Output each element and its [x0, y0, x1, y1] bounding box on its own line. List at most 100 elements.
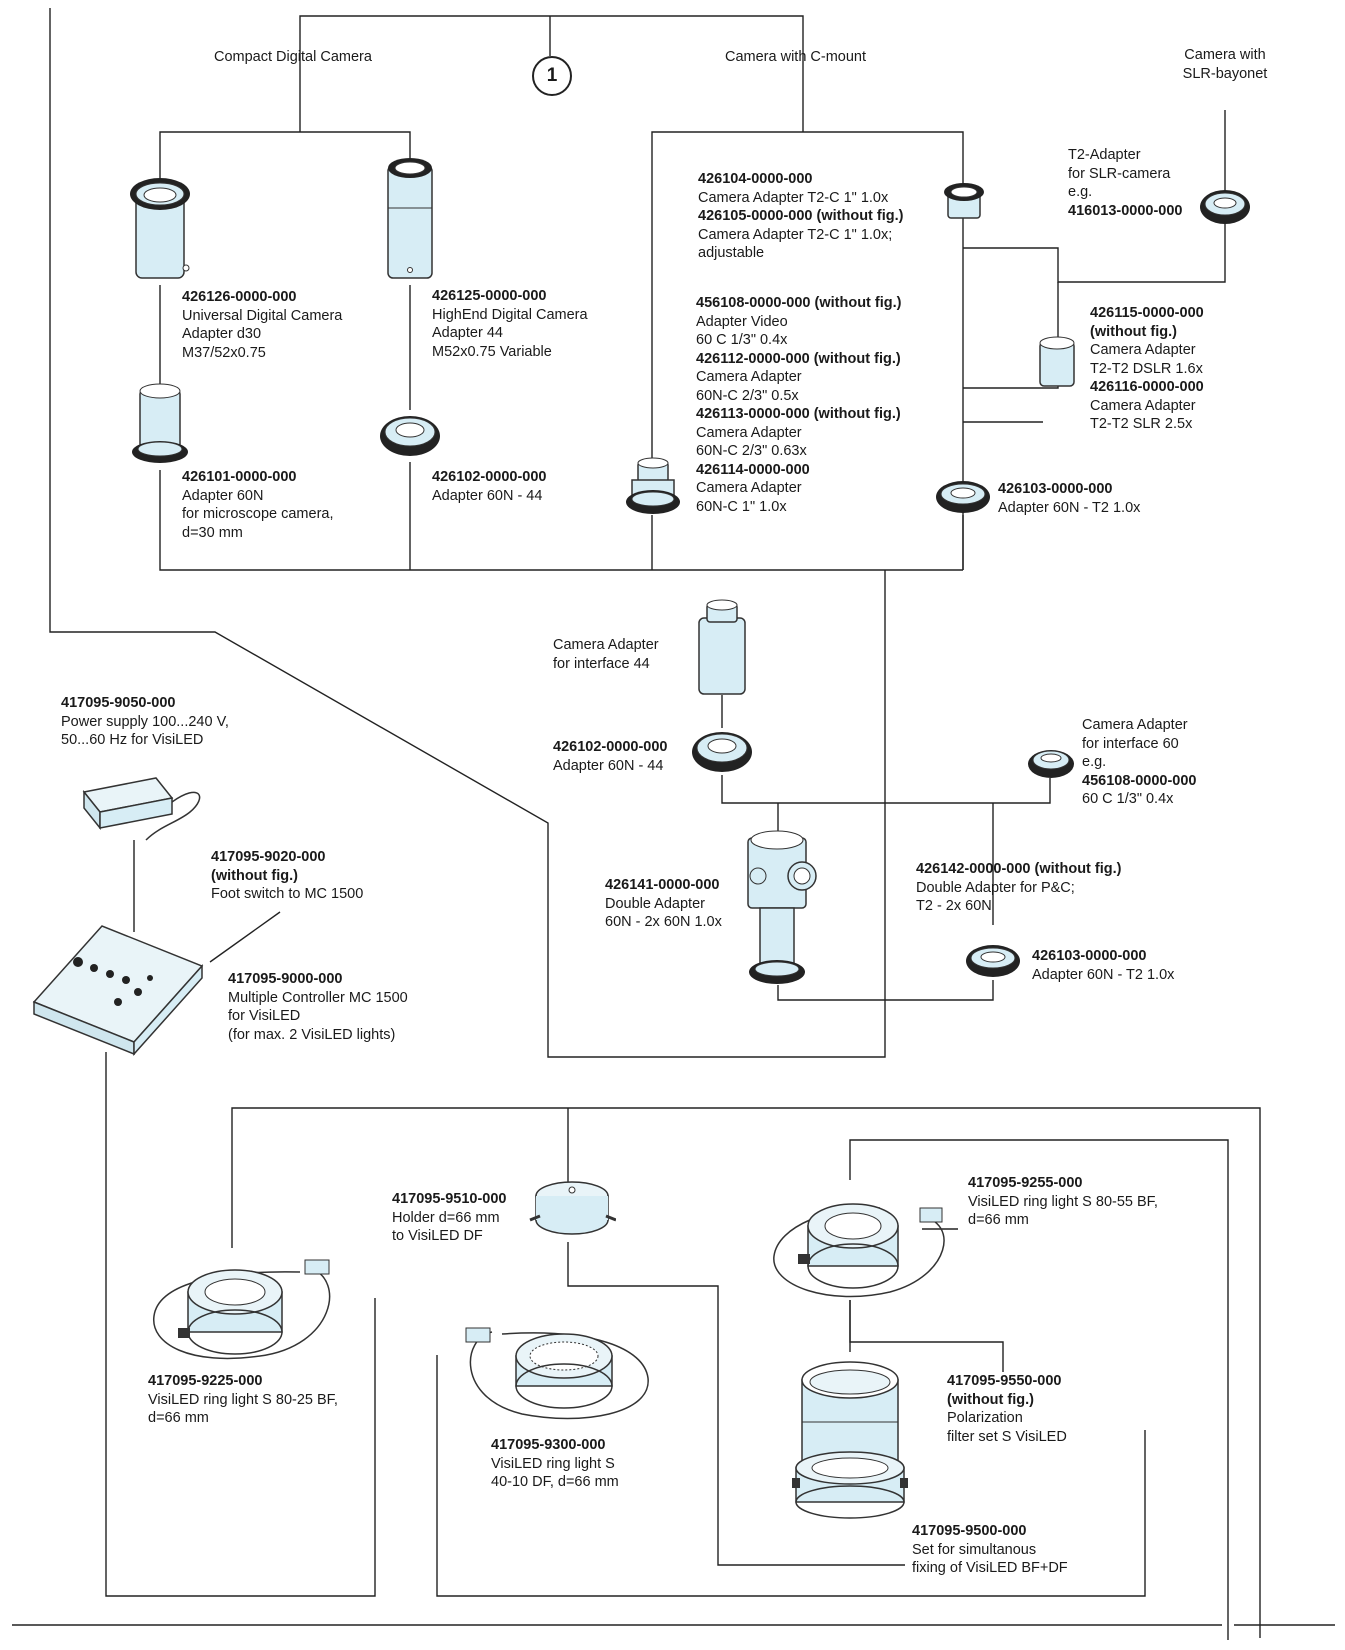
ring-light-80-55-icon [773, 1203, 945, 1298]
part-number: 426101-0000-000 [182, 469, 297, 485]
cmount-camera-heading: Camera with C-mount [725, 49, 867, 65]
part-description: e.g. [1082, 754, 1107, 770]
part-description: Double Adapter for P&C; [916, 879, 1075, 896]
double-adapter-icon [747, 830, 817, 984]
adapter-60n-icon [132, 383, 188, 463]
part-description: Camera Adapter [553, 637, 659, 653]
part-number: 426116-0000-000 [1090, 379, 1204, 395]
holder-df-icon [529, 1181, 616, 1235]
part-number: 426102-0000-000 [553, 739, 668, 755]
part-description: M52x0.75 Variable [432, 343, 552, 360]
part-description: d=66 mm [148, 1410, 209, 1426]
part-description: (for max. 2 VisiLED lights) [228, 1026, 396, 1043]
label-417095-9020: 417095-9020-000(without fig.)Foot switch… [211, 848, 363, 904]
part-number: 417095-9510-000 [392, 1191, 507, 1207]
part-description: Holder d=66 mm [392, 1209, 500, 1226]
part-description: Adapter d30 [182, 326, 262, 342]
part-description: to VisiLED DF [392, 1228, 483, 1244]
part-description: Camera Adapter [696, 424, 802, 441]
slr-camera-heading: Camera with SLR-bayonet [1182, 47, 1268, 82]
part-number: 426142-0000-000 (without fig.) [916, 861, 1122, 877]
part-description: 50...60 Hz for VisiLED [61, 732, 204, 748]
part-description: VisiLED ring light S 80-25 BF, [148, 1391, 338, 1408]
part-description: for SLR-camera [1068, 165, 1171, 182]
adapter-60n-44-icon [380, 416, 440, 456]
part-description: for interface 60 [1082, 735, 1179, 752]
part-description: 60 C 1/3" 0.4x [1082, 791, 1174, 807]
part-description: T2-T2 DSLR 1.6x [1090, 360, 1203, 377]
part-description: adjustable [698, 245, 765, 261]
part-number: 417095-9550-000 [947, 1373, 1062, 1389]
part-number: 426103-0000-000 [998, 481, 1113, 497]
part-description: Camera Adapter [1090, 342, 1196, 358]
connection-point-marker: 1 [532, 56, 572, 96]
part-description: e.g. [1068, 184, 1093, 200]
part-description: 60N-C 2/3" 0.5x [696, 387, 799, 404]
part-number: (without fig.) [211, 867, 298, 884]
part-description: Power supply 100...240 V, [61, 713, 229, 730]
highend-camera-adapter-icon [387, 158, 433, 279]
camera-adapter-60nc-icon [626, 457, 680, 514]
part-number: 417095-9225-000 [148, 1373, 263, 1389]
part-number: 417095-9000-000 [228, 971, 343, 987]
label-417095-9550: 417095-9550-000(without fig.)Polarizatio… [947, 1372, 1067, 1446]
camera-adapter-60-icon [1028, 750, 1074, 778]
part-number: 426141-0000-000 [605, 877, 720, 893]
part-description: Adapter 60N [182, 487, 264, 504]
part-description: Polarization [947, 1410, 1023, 1426]
ring-light-40-10-df-icon [465, 1327, 649, 1420]
ring-light-80-25-icon [153, 1259, 331, 1360]
part-number: 426115-0000-000 [1090, 305, 1204, 321]
part-number: 426102-0000-000 [432, 469, 547, 485]
label-426115: 426115-0000-000(without fig.)Camera Adap… [1090, 304, 1204, 434]
adapter-60n-t2-top-icon [936, 481, 990, 513]
polarization-filter-set-icon [792, 1361, 908, 1519]
camera-adapter-t2t2-icon [1039, 336, 1075, 387]
part-description: for VisiLED [228, 1008, 301, 1024]
part-number: 456108-0000-000 [1082, 772, 1197, 789]
part-description: Camera Adapter T2-C 1" 1.0x [698, 189, 889, 206]
part-number: 456108-0000-000 (without fig.) [696, 295, 902, 311]
part-number: 416013-0000-000 [1068, 202, 1183, 219]
label-426142: 426142-0000-000 (without fig.) Double Ada… [916, 860, 1122, 916]
part-number: 426125-0000-000 [432, 288, 547, 304]
part-description: Adapter 44 [432, 325, 503, 341]
part-description: Camera Adapter [696, 369, 802, 385]
part-description: VisiLED ring light S [491, 1455, 615, 1472]
part-description: T2-T2 SLR 2.5x [1090, 416, 1193, 432]
part-description: 60N-C 2/3" 0.63x [696, 443, 807, 459]
part-description: Camera Adapter [696, 480, 802, 496]
part-description: d=66 mm [968, 1212, 1029, 1228]
part-description: Camera Adapter [1090, 397, 1196, 414]
part-description: Universal Digital Camera [182, 307, 343, 324]
part-number: 417095-9255-000 [968, 1175, 1083, 1191]
part-number: 426126-0000-000 [182, 289, 297, 305]
part-description: Adapter Video [696, 313, 788, 330]
compact-camera-heading: Compact Digital Camera [214, 49, 372, 65]
multiple-controller-icon [32, 925, 204, 1056]
part-number: 426114-0000-000 [696, 461, 810, 478]
adapter-60n-t2-mid-icon [966, 945, 1020, 977]
part-description: 60 C 1/3" 0.4x [696, 332, 788, 348]
part-description: Adapter 60N - 44 [432, 487, 543, 504]
part-description: Adapter 60N - T2 1.0x [1032, 966, 1175, 983]
part-description: Double Adapter [605, 895, 705, 912]
label-456108-group: 456108-0000-000 (without fig.) Adapter Vi… [696, 294, 902, 516]
part-number: 426103-0000-000 [1032, 948, 1147, 964]
